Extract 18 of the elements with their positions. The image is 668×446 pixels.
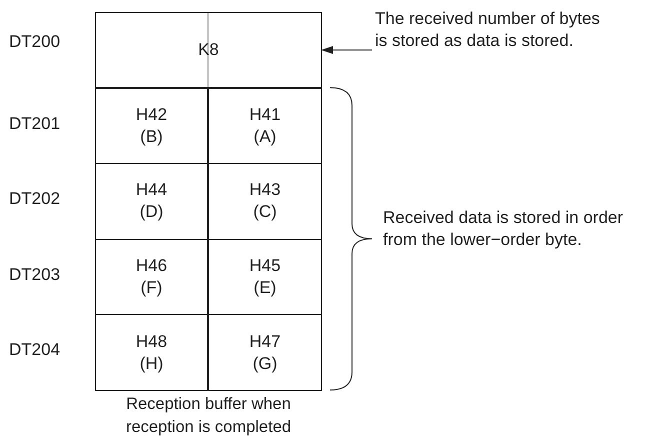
register-cell: H46 (F) [95,238,208,316]
register-address: DT200 [9,32,60,52]
arrow [321,46,372,54]
caption: Reception buffer when reception is completed [124,394,292,438]
register-address: DT204 [9,340,60,360]
register-cell: H48 (H) [95,314,208,391]
register-cell: H44 (D) [95,163,208,240]
register-cell: K8 [95,12,322,88]
register-cell: H41 (A) [208,88,322,164]
register-address: DT201 [9,114,60,134]
annotation-text: The received number of bytes is stored as data is stored. [375,8,600,52]
register-address: DT202 [9,189,60,210]
register-address: DT203 [9,264,60,285]
annotation-text: Received data is stored in order from the lower−order byte. [383,207,653,251]
register-cell: H43 (C) [208,163,322,240]
register-cell: H45 (E) [208,238,322,316]
register-cell: H47 (G) [208,314,322,391]
register-cell: H42 (B) [95,88,208,164]
